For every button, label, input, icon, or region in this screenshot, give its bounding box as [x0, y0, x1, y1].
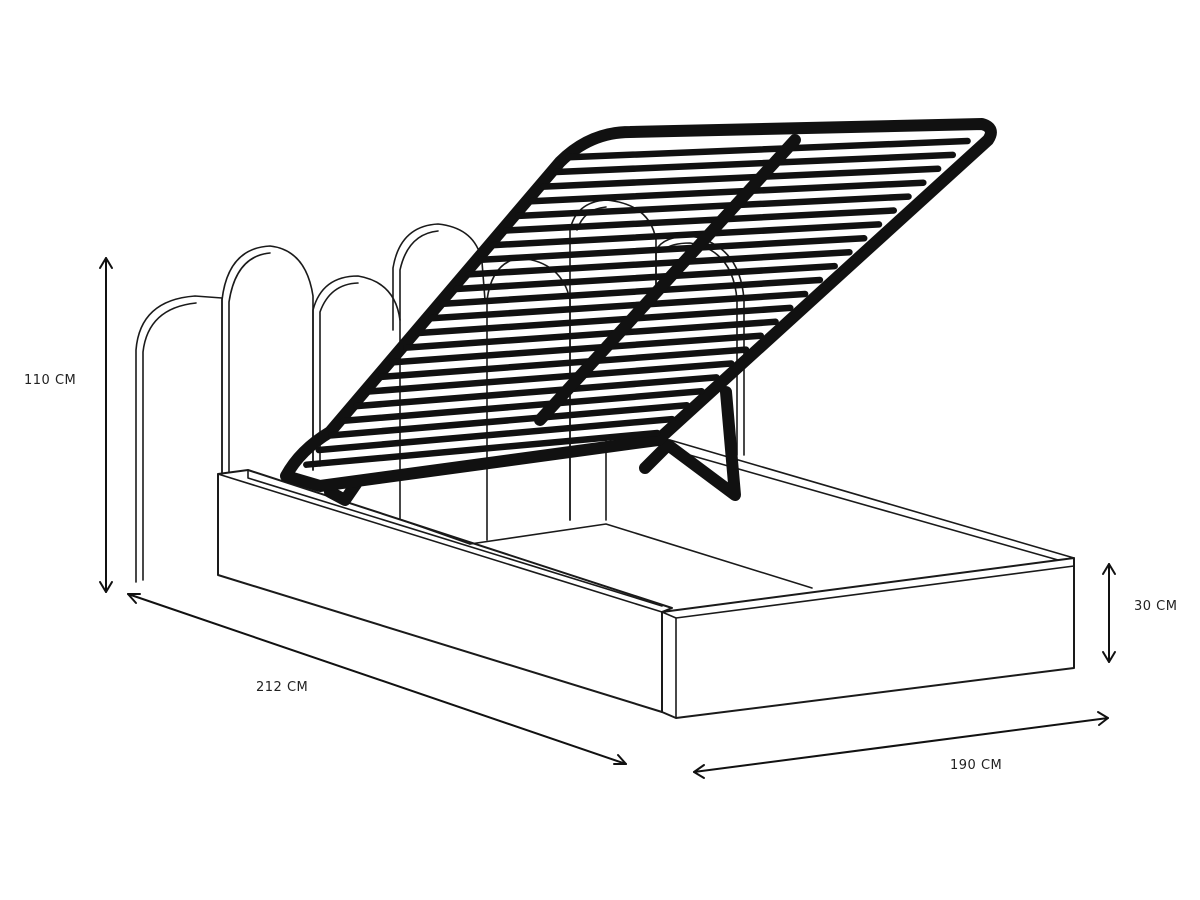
headboard-panel-3-inner — [319, 282, 359, 467]
side-board-left-top — [217, 473, 663, 613]
slat-frame-outline — [280, 118, 997, 492]
slat — [340, 388, 705, 425]
center-rail — [534, 134, 801, 426]
dimension-frame-height: 30 CM — [1102, 563, 1177, 663]
slat — [553, 151, 957, 176]
slat — [365, 360, 735, 395]
headboard-panel-1-inner — [142, 302, 197, 581]
slat — [503, 207, 898, 234]
slat — [328, 401, 691, 439]
foot-board — [661, 557, 1075, 719]
side-board-left — [217, 469, 673, 713]
headboard-panel-2-inner — [228, 252, 271, 575]
headboard-panel-2 — [221, 245, 314, 576]
lift-arm-left — [324, 478, 362, 506]
headboard-panel-4-inner — [399, 230, 439, 321]
slatted-frame — [280, 118, 997, 492]
slat — [403, 318, 779, 351]
headboard-panel-1 — [135, 295, 223, 583]
slat — [515, 193, 912, 220]
frame-height-label: 30 CM — [1134, 599, 1177, 614]
slat — [353, 374, 720, 410]
slat — [490, 221, 883, 249]
slat — [303, 429, 661, 468]
slat — [465, 248, 853, 278]
dimension-height: 110 CM — [24, 257, 113, 593]
slat — [565, 137, 971, 161]
slat — [378, 346, 750, 381]
slats — [303, 137, 971, 468]
dimension-width: 190 CM — [693, 711, 1109, 779]
storage-divider — [469, 523, 813, 589]
slat — [428, 290, 809, 322]
dimension-length: 212 CM — [127, 593, 627, 765]
width-label: 190 CM — [950, 758, 1002, 773]
slat — [528, 179, 927, 205]
slat — [540, 165, 942, 190]
lift-arm-right — [639, 386, 741, 501]
storage-floor-edge — [401, 519, 471, 545]
length-label: 212 CM — [256, 680, 308, 695]
slat — [453, 262, 838, 293]
headboard-panel-4 — [392, 223, 486, 331]
slat — [315, 415, 676, 454]
lift-mechanism — [324, 386, 741, 506]
side-board-left-inner — [247, 469, 663, 607]
headboard-panel-3 — [312, 275, 401, 521]
slat — [390, 332, 765, 366]
slat — [440, 276, 824, 307]
foot-board-top — [661, 565, 1075, 619]
slat — [478, 235, 868, 264]
bed-base — [217, 439, 1075, 719]
height-label: 110 CM — [24, 373, 76, 388]
slat — [415, 304, 794, 337]
